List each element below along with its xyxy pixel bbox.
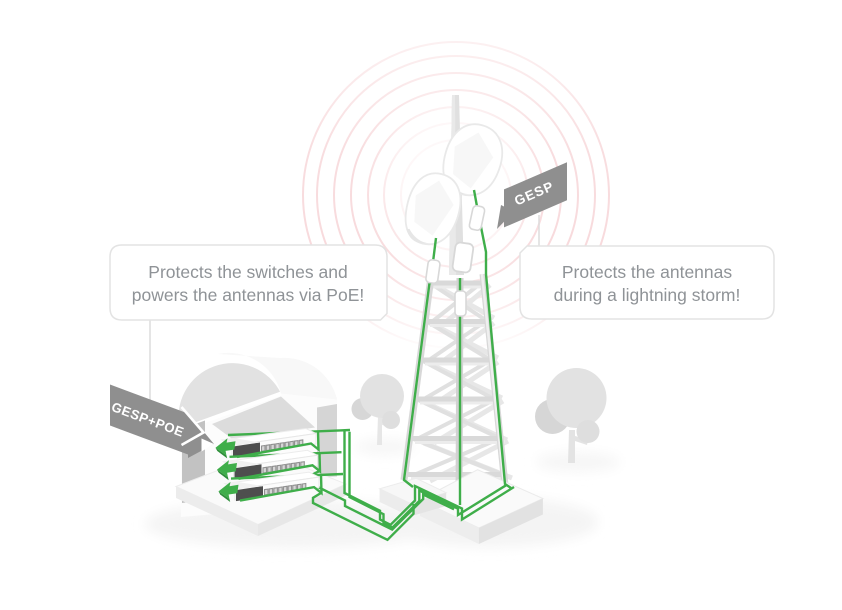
svg-text:Protects the antennas: Protects the antennas [562, 262, 732, 282]
svg-text:Protects the switches and: Protects the switches and [148, 262, 347, 282]
svg-text:during a lightning storm!: during a lightning storm! [554, 285, 741, 305]
svg-text:powers the antennas via PoE!: powers the antennas via PoE! [132, 285, 365, 305]
